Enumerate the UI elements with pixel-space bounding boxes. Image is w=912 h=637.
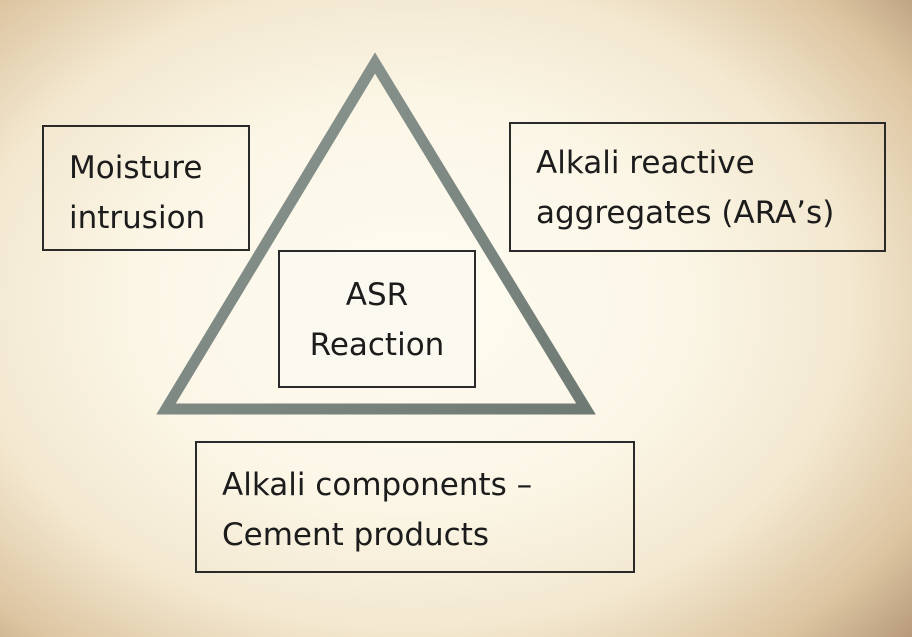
alkali-label-line2: Cement products — [222, 517, 490, 553]
moisture-intrusion-box: Moisture intrusion — [42, 125, 250, 251]
alkali-reactive-aggregates-box: Alkali reactive aggregates (ARA’s) — [509, 122, 886, 252]
ara-label-line2: aggregates (ARA’s) — [536, 195, 835, 231]
triangle-outline — [156, 52, 596, 415]
moisture-label-line2: intrusion — [69, 200, 206, 236]
alkali-label-line1: Alkali components – — [222, 467, 533, 503]
moisture-label-line1: Moisture — [69, 150, 203, 186]
asr-label-line2: Reaction — [309, 327, 445, 363]
ara-label-line1: Alkali reactive — [536, 145, 755, 181]
asr-reaction-box: ASR Reaction — [278, 250, 476, 388]
asr-label-line1: ASR — [345, 277, 409, 313]
alkali-components-box: Alkali components – Cement products — [195, 441, 635, 573]
